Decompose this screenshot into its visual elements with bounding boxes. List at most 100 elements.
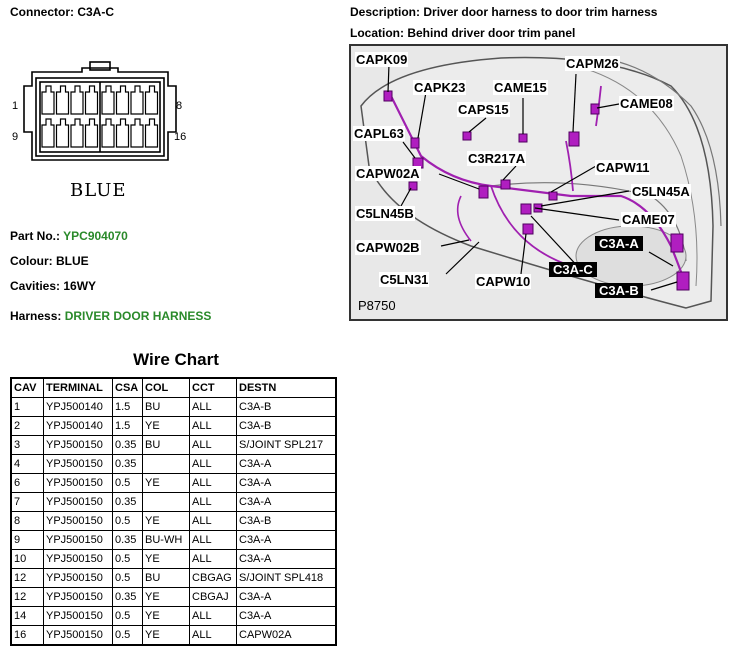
cell-cct: ALL [189,606,237,626]
cell-cct: ALL [189,454,237,474]
cell-terminal: YPJ500150 [43,606,113,626]
description-value: Driver door harness to door trim harness [423,5,658,19]
cell-cct: CBGAG [189,568,237,588]
cell-terminal: YPJ500150 [43,511,113,531]
cell-terminal: YPJ500150 [43,625,113,646]
cell-cav: 2 [10,416,44,436]
cell-terminal: YPJ500150 [43,435,113,455]
cell-csa: 0.5 [112,568,143,588]
callout-came15: CAME15 [493,80,548,95]
cell-csa: 0.5 [112,625,143,646]
header-cav: CAV [10,377,44,398]
cell-destn: C3A-A [236,606,337,626]
callout-came07: CAME07 [621,212,676,227]
cell-cav: 7 [10,492,44,512]
callout-caps15: CAPS15 [457,102,510,117]
cell-csa: 1.5 [112,397,143,417]
cell-destn: C3A-A [236,549,337,569]
cell-col [142,492,190,512]
cell-destn: C3A-A [236,530,337,550]
cell-col: BU [142,435,190,455]
callout-capm26: CAPM26 [565,56,620,71]
cell-cav: 8 [10,511,44,531]
cavities-value: 16WY [63,279,97,293]
description-label: Description: [350,5,421,19]
cell-col: YE [142,511,190,531]
cell-terminal: YPJ500150 [43,492,113,512]
location-line: Location: Behind driver door trim panel [350,26,575,40]
connector-colour-caption: BLUE [70,180,127,201]
pin-label-16: 16 [174,131,187,143]
connector-cavity [70,85,84,115]
cell-terminal: YPJ500150 [43,530,113,550]
cavities-line: Cavities: 16WY [10,279,96,293]
connector-cavity [144,118,159,148]
cell-terminal: YPJ500150 [43,473,113,493]
harness-value[interactable]: DRIVER DOOR HARNESS [64,309,212,323]
cell-cct: ALL [189,416,237,436]
connector-cavity [70,118,84,148]
cell-destn: C3A-B [236,397,337,417]
cell-terminal: YPJ500150 [43,549,113,569]
callout-capw11: CAPW11 [595,160,651,175]
cell-cct: ALL [189,511,237,531]
connector-cavity [101,85,115,115]
callout-c3a-c: C3A-C [549,262,597,277]
cell-csa: 0.5 [112,473,143,493]
cell-csa: 0.5 [112,511,143,531]
wire-chart-title: Wire Chart [133,350,219,369]
connector-cavity [84,85,99,115]
cell-col: YE [142,606,190,626]
header-destn: DESTN [236,377,337,398]
callout-c3a-a: C3A-A [595,236,643,251]
cell-terminal: YPJ500150 [43,568,113,588]
header-terminal: TERMINAL [43,377,113,398]
cell-csa: 1.5 [112,416,143,436]
callout-capk23: CAPK23 [413,80,467,95]
callout-c5ln45a: C5LN45A [631,184,691,199]
harness-label: Harness: [10,309,62,323]
cell-cav: 12 [10,568,44,588]
location-diagram: CAPK09 CAPK23 CAME15 CAPM26 CAPS15 CAME0… [349,44,728,321]
callout-capw10: CAPW10 [475,274,532,289]
wire-chart-header-row: CAV TERMINAL CSA COL CCT DESTN [10,377,337,398]
pin-label-8: 8 [176,100,183,112]
connector-cavity [41,118,55,148]
cell-terminal: YPJ500140 [43,416,113,436]
connector-cavity [41,85,55,115]
cell-col: YE [142,587,190,607]
cell-col: BU [142,568,190,588]
callout-c3a-b: C3A-B [595,283,643,298]
cell-cct: CBGAJ [189,587,237,607]
connector-cavity [130,118,144,148]
colour-line: Colour: BLUE [10,254,89,268]
pin-label-1: 1 [12,100,19,112]
cell-csa: 0.5 [112,549,143,569]
location-label: Location: [350,26,404,40]
cell-cav: 14 [10,606,44,626]
part-number-line: Part No.: YPC904070 [10,229,128,243]
cell-csa: 0.35 [112,454,143,474]
callout-capw02b: CAPW02B [355,240,421,255]
cell-destn: CAPW02A [236,625,337,646]
connector-cavity [55,118,70,148]
callout-c5ln45b: C5LN45B [355,206,415,221]
callout-capl63: CAPL63 [353,126,405,141]
connector-cavity [144,85,159,115]
cell-col: BU-WH [142,530,190,550]
part-number-value[interactable]: YPC904070 [63,229,128,243]
cell-cct: ALL [189,549,237,569]
cell-col: YE [142,416,190,436]
diagram-reference: P8750 [358,298,396,313]
location-value: Behind driver door trim panel [407,26,576,40]
description-line: Description: Driver door harness to door… [350,5,657,19]
